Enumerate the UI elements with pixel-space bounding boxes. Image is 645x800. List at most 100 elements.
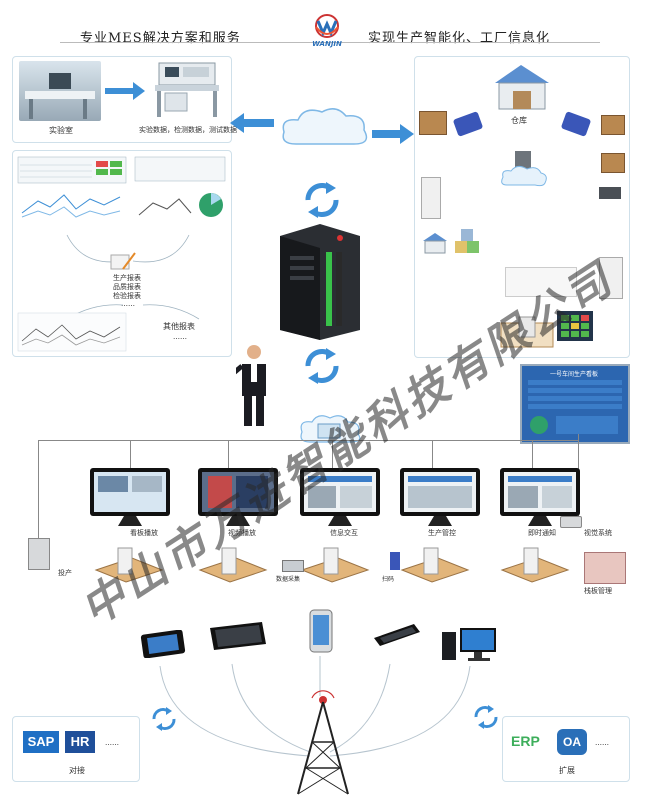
bus-drop-3 <box>332 440 333 468</box>
cloud-icon <box>276 104 372 154</box>
bus-drop-2 <box>228 440 229 468</box>
lab-label: 实验室 <box>49 126 73 135</box>
hr-logo: HR <box>65 731 95 753</box>
report-chart-2 <box>133 155 227 227</box>
workbench-2 <box>196 544 268 588</box>
station-monitor-2 <box>196 466 280 528</box>
bus-drop-1 <box>130 440 131 468</box>
header-divider <box>60 42 600 43</box>
pc-tower-icon <box>28 538 50 570</box>
smartphone-landscape-icon <box>370 620 424 650</box>
reports-panel: 生产报表 品质报表 检验报表 …… 其他报表 …… <box>12 150 232 357</box>
workbench-1 <box>92 544 164 588</box>
warehouse-panel: 仓库 <box>414 56 630 358</box>
warehouse-building-icon <box>491 61 553 111</box>
extension-panel: ERP OA …… 扩展 <box>502 716 630 782</box>
kanban-bars <box>556 416 618 434</box>
forklift-panel <box>505 267 577 297</box>
terminal-icon-1 <box>421 177 441 219</box>
bus-drop-4 <box>432 440 433 468</box>
report-item-2: 品质报表 <box>113 283 141 291</box>
sync-arrows-icon <box>305 182 339 218</box>
stacked-goods-icon <box>453 227 493 257</box>
lab-data-label: 实验数据，检测数据，测试数据 <box>139 126 237 134</box>
camera-icon <box>560 516 582 528</box>
box-icon-2 <box>601 115 625 135</box>
sync-icon-right <box>474 705 498 729</box>
warehouse-label: 仓库 <box>511 116 527 125</box>
other-reports-dots: …… <box>173 333 187 341</box>
data-collect-label: 数据采集 <box>276 576 301 583</box>
arrow-right-icon <box>372 124 414 144</box>
workbench-4 <box>398 544 470 588</box>
report-item-1: 生产报表 <box>113 274 141 282</box>
workstation-icon <box>497 315 557 349</box>
handheld-scanner-icon <box>390 552 400 570</box>
warehouse-small-icon <box>421 231 449 255</box>
workbench-3 <box>298 544 370 588</box>
logo-text: WANJIN <box>312 40 342 48</box>
station-monitor-3 <box>298 466 382 528</box>
network-bus-line <box>38 440 578 441</box>
arrow-left-icon <box>230 113 274 133</box>
cell-tower-icon <box>290 688 356 796</box>
desktop-pc-icon <box>440 626 498 664</box>
extension-dots: …… <box>595 739 609 747</box>
bus-drop-5 <box>532 440 533 468</box>
server-rack-icon <box>276 222 364 340</box>
lab-panel: 实验室 实验数据，检测数据，测试数据 <box>12 56 237 143</box>
kanban-pie <box>530 416 548 434</box>
vision-system-label: 视觉系统 <box>584 529 612 537</box>
bus-drop-0 <box>38 440 39 540</box>
box-icon-1 <box>419 111 447 135</box>
lab-photo <box>19 61 101 121</box>
header-right-text: 实现生产智能化、工厂信息化 <box>368 31 551 46</box>
network-cloud-icon <box>296 412 364 448</box>
tablet-icon <box>206 618 268 652</box>
tablet-small-icon <box>140 629 186 659</box>
smartphone-icon <box>308 608 334 654</box>
scanner-icon-2 <box>560 111 592 137</box>
box-icon-3 <box>601 153 625 173</box>
printer-icon <box>599 187 621 199</box>
station-caption-5: 即时通知 <box>528 529 556 537</box>
report-pen-icon <box>109 251 137 273</box>
oa-logo: OA <box>557 729 587 755</box>
workbench-5 <box>498 544 570 588</box>
pallet-goods-icon <box>584 552 626 584</box>
data-collector-icon <box>282 560 304 572</box>
scanner-icon-1 <box>452 111 484 137</box>
kanban-title: 一号车间生产看板 <box>549 371 598 378</box>
extension-label: 扩展 <box>559 766 575 775</box>
kanban-table <box>528 380 622 410</box>
integration-panel: SAP HR …… 对接 <box>12 716 140 782</box>
terminal-icon-2 <box>599 257 623 299</box>
company-logo: WANJIN <box>304 13 350 49</box>
wireless-connection-curves <box>159 656 471 757</box>
status-board-icon <box>555 309 595 343</box>
sap-logo: SAP <box>23 731 59 753</box>
integration-dots: …… <box>105 739 119 747</box>
report-chart-3 <box>16 311 128 353</box>
station-monitor-1 <box>88 466 172 528</box>
station-caption-2: 视频播放 <box>228 529 256 537</box>
lab-arrow-icon <box>105 82 145 100</box>
report-chart-1 <box>16 155 128 227</box>
station-caption-1: 看板播放 <box>130 529 158 537</box>
sync-arrows-icon-2 <box>305 348 339 384</box>
station-caption-3: 信息交互 <box>330 529 358 537</box>
station-monitor-4 <box>398 466 482 528</box>
presenter-person <box>228 344 272 428</box>
kanban-board: 一号车间生产看板 <box>520 364 630 444</box>
station-monitor-5 <box>498 466 582 528</box>
test-bench-icon <box>151 61 223 119</box>
station-caption-4: 生产管控 <box>428 529 456 537</box>
report-item-4: …… <box>121 300 135 308</box>
other-reports-label: 其他报表 <box>163 322 195 331</box>
header-left-text: 专业MES解决方案和服务 <box>80 31 241 46</box>
erp-logo: ERP <box>511 733 540 749</box>
sync-icon-left <box>152 707 176 731</box>
integration-label: 对接 <box>69 766 85 775</box>
report-item-3: 检验报表 <box>113 292 141 300</box>
scan-label: 扫码 <box>382 576 395 583</box>
